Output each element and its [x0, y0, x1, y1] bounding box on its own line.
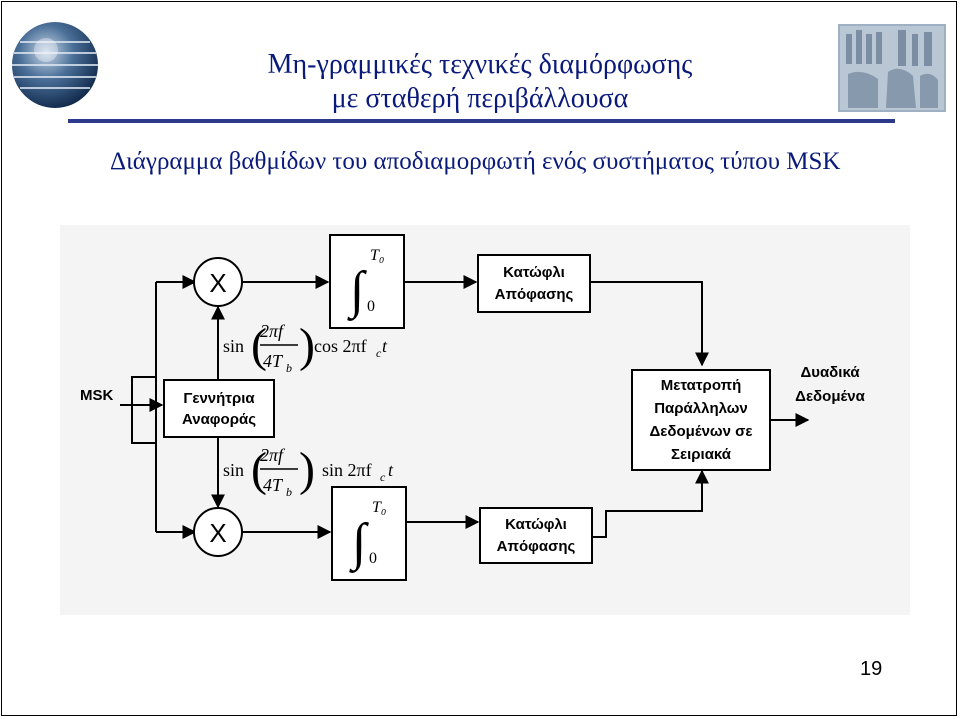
msk-demodulator-diagram: MSK X X Γεννήτρια Αναφοράς ∫ T₀ 0 ∫ T₀ 0…: [60, 225, 910, 615]
upper-multiplier: X: [193, 257, 243, 307]
lower-ref-sin: sin: [223, 460, 244, 480]
upper-ref-carrier: cos 2πf: [314, 336, 367, 356]
lower-threshold-label-line2: Απόφασης: [497, 538, 576, 555]
lower-ref-carrier: sin 2πf: [322, 460, 372, 480]
upper-integral-sign: ∫: [347, 262, 367, 321]
msk-input-label: MSK: [80, 387, 114, 404]
generator-feed-line-bottom: [131, 405, 156, 444]
slide-title-line1: Μη-γραμμικές τεχνικές διαμόρφωσης: [267, 49, 693, 80]
lower-ref-carrier-sub: c: [380, 470, 386, 484]
upper-multiplier-symbol: X: [209, 268, 226, 298]
lower-multiplier: X: [193, 507, 243, 557]
upper-ref-numerator: 2πf: [260, 321, 286, 341]
lower-ref-denominator-sub: b: [286, 485, 292, 499]
upper-integral-lower-limit: 0: [367, 298, 375, 315]
upper-ref-carrier-t: t: [382, 336, 388, 356]
lower-integral-lower-limit: 0: [369, 550, 377, 567]
lower-threshold-decision-block: Κατώφλι Απόφασης: [479, 507, 593, 564]
upper-integrator-block: ∫ T₀ 0: [329, 234, 405, 329]
lower-integral-upper-limit: T₀: [372, 499, 386, 516]
converter-label-line3: Δεδομένων σε: [649, 423, 752, 440]
upper-ref-left-paren: (: [251, 319, 267, 372]
upper-threshold-label-line2: Απόφασης: [495, 286, 574, 303]
upper-integral-upper-limit: T₀: [370, 247, 384, 264]
slide-title-line2: με σταθερή περιβάλλουσα: [331, 83, 629, 114]
title-divider: [68, 119, 895, 123]
upper-ref-denominator: 4T: [263, 351, 284, 371]
globe-logo-icon: [12, 22, 98, 108]
lower-integral-sign: ∫: [349, 514, 369, 573]
relief-picture-icon: [838, 24, 946, 112]
lower-threshold-label-line1: Κατώφλι: [505, 516, 567, 533]
page-number: 19: [860, 658, 883, 680]
lower-reference-expression: sin ( 2πf 4T b ) sin 2πf c t: [223, 443, 394, 499]
lower-ref-numerator: 2πf: [260, 445, 286, 465]
upper-threshold-decision-block: Κατώφλι Απόφασης: [477, 254, 591, 313]
upper-ref-carrier-sub: c: [376, 346, 382, 360]
reference-generator-label-line2: Αναφοράς: [182, 411, 256, 428]
reference-generator-block: Γεννήτρια Αναφοράς: [163, 379, 275, 438]
upper-threshold-label-line1: Κατώφλι: [503, 264, 565, 281]
lower-ref-left-paren: (: [251, 443, 267, 496]
output-label-line2: Δεδομένα: [795, 388, 865, 405]
converter-label-line4: Σειριακά: [671, 446, 732, 463]
upper-ref-denominator-sub: b: [286, 361, 292, 375]
converter-label-line1: Μετατροπή: [661, 377, 741, 394]
upper-ref-right-paren: ): [299, 319, 315, 372]
lower-ref-carrier-t: t: [388, 460, 394, 480]
output-label-line1: Δυαδικά: [800, 364, 860, 381]
lower-multiplier-symbol: X: [209, 518, 226, 548]
upper-reference-expression: sin ( 2πf 4T b ) cos 2πf c t: [223, 319, 388, 375]
reference-generator-label-line1: Γεννήτρια: [183, 390, 255, 407]
lower-ref-right-paren: ): [299, 443, 315, 496]
lower-integrator-block: ∫ T₀ 0: [331, 486, 407, 581]
upper-ref-sin: sin: [223, 336, 244, 356]
generator-feed-line-top: [120, 376, 156, 406]
lower-ref-denominator: 4T: [263, 475, 284, 495]
upper-threshold-to-converter-arrow: [590, 281, 709, 367]
parallel-to-serial-block: Μετατροπή Παράλληλων Δεδομένων σε Σειρια…: [631, 369, 771, 471]
slide-subtitle: Διάγραμμα βαθμίδων του αποδιαμορφωτή ενό…: [110, 148, 841, 175]
lower-threshold-to-converter-arrow: [592, 469, 709, 538]
converter-label-line2: Παράλληλων: [654, 400, 748, 417]
